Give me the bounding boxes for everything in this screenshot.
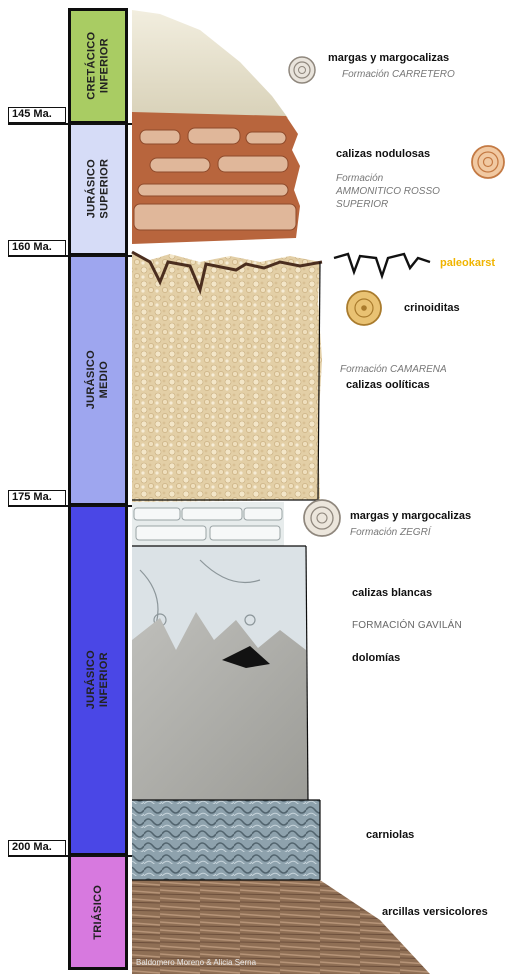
- period-label-line2: INFERIOR: [98, 39, 110, 94]
- age-line: [8, 123, 132, 125]
- ammonite-grey-icon: [289, 57, 315, 83]
- period-label-line2: SUPERIOR: [98, 159, 110, 219]
- layer-gavilan-dolomias: [132, 612, 308, 800]
- label-ammonitico-3: SUPERIOR: [336, 198, 388, 211]
- period-jurasico-superior: JURÁSICOSUPERIOR: [68, 122, 128, 256]
- ammonite-orange-icon: [472, 146, 504, 178]
- label-carretero: Formación CARRETERO: [342, 68, 455, 81]
- label-arcillas: arcillas versicolores: [382, 906, 488, 918]
- age-200: 200 Ma.: [8, 840, 66, 856]
- layer-camarena-oolitica: [132, 254, 322, 502]
- label-camarena: Formación CAMARENA: [340, 363, 447, 376]
- credit-text: Baldomero Moreno & Alicia Serna: [136, 958, 256, 967]
- age-145: 145 Ma.: [8, 107, 66, 123]
- label-carniolas: carniolas: [366, 829, 414, 841]
- crinoid-icon: [347, 291, 381, 325]
- layer-carniolas: [132, 800, 320, 880]
- period-label-line1: JURÁSICO: [85, 350, 97, 409]
- period-cretacico-inferior: CRETÁCICOINFERIOR: [68, 8, 128, 124]
- label-nodulosas: calizas nodulosas: [336, 148, 430, 160]
- period-label-line2: INFERIOR: [98, 653, 110, 708]
- period-triasico: TRIÁSICO: [68, 854, 128, 970]
- label-ammonitico-1: Formación: [336, 172, 383, 185]
- period-jurasico-medio: JURÁSICOMEDIO: [68, 254, 128, 506]
- label-margas-mid: margas y margocalizas: [350, 510, 471, 522]
- label-zegri: Formación ZEGRÍ: [350, 526, 431, 539]
- label-ammonitico-2: AMMONITICO ROSSO: [336, 185, 440, 198]
- paleokarst-symbol: [334, 254, 430, 276]
- period-label-line1: CRETÁCICO: [85, 32, 97, 100]
- label-dolomias: dolomías: [352, 652, 400, 664]
- label-paleokarst: paleokarst: [440, 257, 495, 269]
- label-ooliticas: calizas oolíticas: [346, 379, 430, 391]
- ammonite-grey2-icon: [304, 500, 340, 536]
- layer-margas-carretero: [132, 10, 288, 120]
- age-160: 160 Ma.: [8, 240, 66, 256]
- label-blancas: calizas blancas: [352, 587, 432, 599]
- period-label-line2: MEDIO: [98, 361, 110, 399]
- period-label-line1: TRIÁSICO: [92, 885, 104, 940]
- age-175: 175 Ma.: [8, 490, 66, 506]
- label-crinoiditas: crinoiditas: [404, 302, 460, 314]
- label-margas-top: margas y margocalizas: [328, 52, 449, 64]
- label-gavilan: FORMACIÓN GAVILÁN: [352, 620, 462, 631]
- period-label-line1: JURÁSICO: [85, 159, 97, 218]
- period-label-line1: JURÁSICO: [85, 650, 97, 709]
- period-jurasico-inferior: JURÁSICOINFERIOR: [68, 504, 128, 856]
